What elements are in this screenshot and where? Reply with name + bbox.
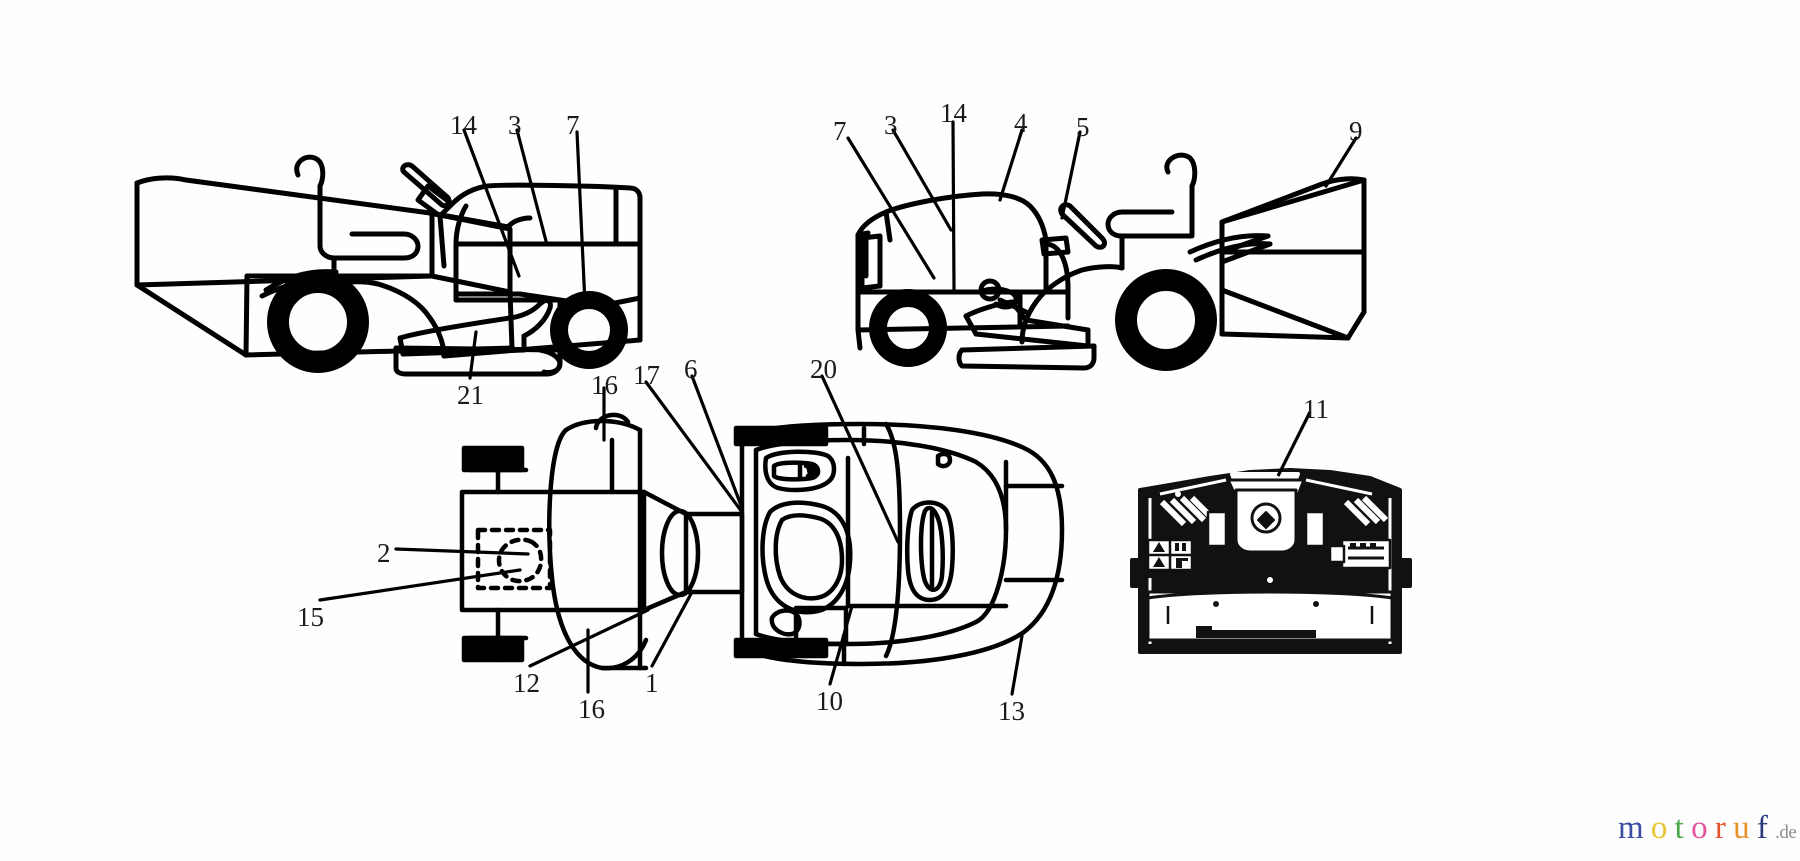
callout-16-bottom: 16 [578, 694, 605, 724]
callout-12: 12 [513, 668, 540, 698]
callout-11: 11 [1303, 394, 1329, 424]
callout-9: 9 [1349, 116, 1363, 146]
motoruf-watermark: m o t o r u f .de [1618, 810, 1797, 846]
callout-16-top: 16 [591, 370, 618, 400]
wm-letter-t: t [1674, 810, 1684, 846]
callout-1: 1 [645, 668, 659, 698]
callout-15: 15 [297, 602, 324, 632]
wm-letter-o1: o [1650, 810, 1668, 846]
callout-7-left: 7 [566, 110, 580, 140]
wm-suffix: .de [1775, 822, 1797, 843]
callout-14-right: 14 [940, 98, 967, 128]
callout-14-left: 14 [450, 110, 477, 140]
callout-17: 17 [633, 360, 660, 390]
callout-13: 13 [998, 696, 1025, 726]
callout-3-right: 3 [884, 110, 898, 140]
callout-4: 4 [1014, 108, 1028, 138]
callout-6: 6 [684, 354, 698, 384]
callout-21: 21 [457, 380, 484, 410]
callout-20: 20 [810, 354, 837, 384]
wm-letter-f: f [1756, 810, 1768, 846]
callout-5: 5 [1076, 112, 1090, 142]
callout-3-left: 3 [508, 110, 522, 140]
callout-2: 2 [377, 538, 391, 568]
callout-7-right: 7 [833, 116, 847, 146]
wm-letter-r: r [1714, 810, 1726, 846]
wm-letter-m: m [1618, 810, 1644, 846]
wm-letter-u: u [1733, 810, 1750, 846]
wm-letter-o2: o [1691, 810, 1708, 846]
callout-10: 10 [816, 686, 843, 716]
